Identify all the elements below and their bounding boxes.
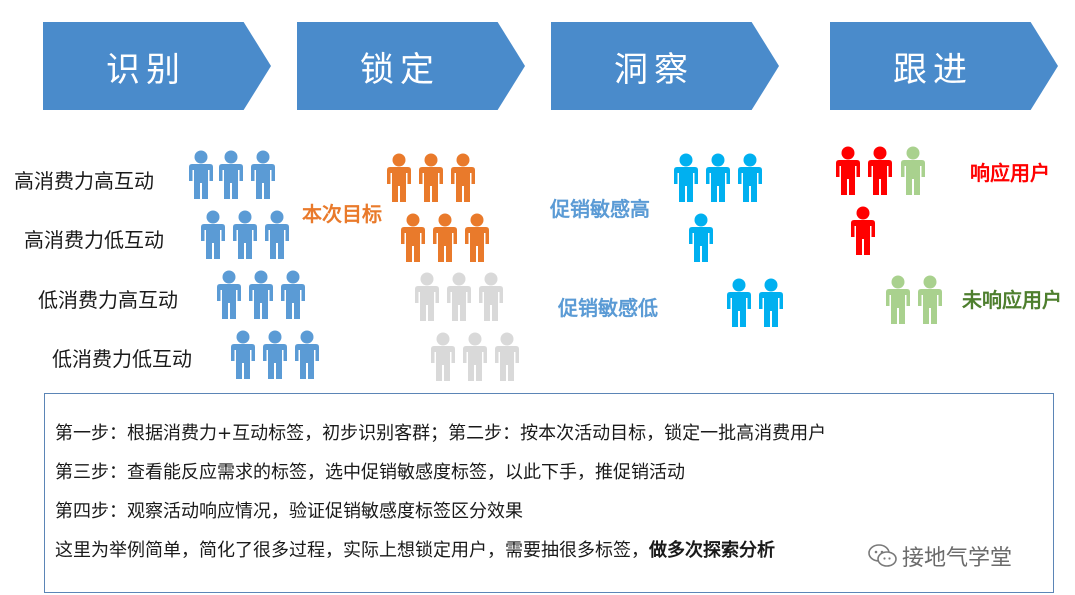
person-icon	[495, 332, 519, 381]
stage-label: 锁定	[360, 49, 440, 90]
tag-responded: 响应用户	[970, 161, 1050, 185]
person-icon	[451, 153, 475, 202]
person-icon	[231, 330, 255, 379]
person-icon	[738, 153, 762, 202]
row-label-high-high: 高消费力高互动	[14, 169, 154, 193]
person-icon	[415, 272, 439, 321]
tag-promo-high: 促销敏感高	[550, 197, 650, 221]
person-icon	[868, 146, 892, 195]
tag-target: 本次目标	[302, 202, 382, 226]
person-icon	[465, 213, 489, 262]
person-icon	[901, 146, 925, 195]
wechat-icon	[868, 544, 897, 567]
stage-arrow-lock: 锁定	[297, 22, 525, 110]
person-icon	[233, 210, 257, 259]
step-line-4: 这里为举例简单，简化了很多过程，实际上想锁定用户，需要抽很多标签，做多次探索分析	[55, 531, 1053, 570]
person-icon	[431, 332, 455, 381]
watermark: 接地气学堂	[868, 540, 1012, 572]
person-icon	[401, 213, 425, 262]
step-line-2: 第三步：查看能反应需求的标签，选中促销敏感度标签，以此下手，推促销活动	[55, 462, 685, 483]
stage-arrow-insight: 洞察	[551, 22, 779, 110]
person-icon	[281, 270, 305, 319]
person-icon	[727, 278, 751, 327]
person-icon	[918, 275, 942, 324]
person-icon	[706, 153, 730, 202]
person-icon	[295, 330, 319, 379]
stage-label: 识别	[106, 49, 186, 90]
step-line-4-bold: 做多次探索分析	[649, 540, 775, 561]
step-line-4-text: 这里为举例简单，简化了很多过程，实际上想锁定用户，需要抽很多标签，	[55, 540, 649, 561]
person-icon	[265, 210, 289, 259]
person-icon	[759, 278, 783, 327]
person-icon	[689, 213, 713, 262]
person-icon	[447, 272, 471, 321]
person-icon	[219, 150, 243, 199]
person-icon	[851, 206, 875, 255]
person-icon	[479, 272, 503, 321]
person-icon	[836, 146, 860, 195]
stage-arrow-follow: 跟进	[830, 22, 1058, 110]
watermark-text: 接地气学堂	[902, 546, 1013, 571]
person-icon	[249, 270, 273, 319]
row-label-high-low: 高消费力低互动	[24, 228, 164, 252]
stage-label: 跟进	[893, 49, 973, 90]
tag-promo-low: 促销敏感低	[558, 296, 658, 320]
person-icon	[201, 210, 225, 259]
person-icon	[419, 153, 443, 202]
person-icon	[387, 153, 411, 202]
stage-arrow-identify: 识别	[43, 22, 271, 110]
step-line-1: 第一步：根据消费力+互动标签，初步识别客群；第二步：按本次活动目标，锁定一批高消…	[55, 423, 827, 444]
stage-label: 洞察	[614, 49, 694, 90]
person-icon	[251, 150, 275, 199]
person-icon	[674, 153, 698, 202]
person-icon	[263, 330, 287, 379]
person-icon	[433, 213, 457, 262]
step-line-3: 第四步：观察活动响应情况，验证促销敏感度标签区分效果	[55, 501, 523, 522]
row-label-low-high: 低消费力高互动	[38, 288, 178, 312]
tag-not-responded: 未响应用户	[962, 288, 1062, 312]
person-icon	[189, 150, 213, 199]
person-icon	[463, 332, 487, 381]
row-label-low-low: 低消费力低互动	[52, 347, 192, 371]
person-icon	[217, 270, 241, 319]
person-icon	[886, 275, 910, 324]
